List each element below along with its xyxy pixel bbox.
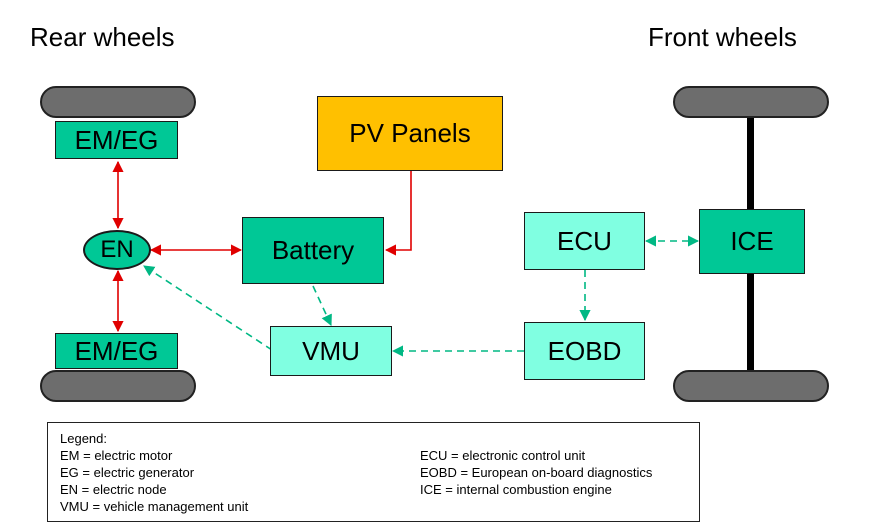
link-battery-vmu	[312, 285, 332, 327]
legend-item: ICE = internal combustion engine	[420, 482, 612, 497]
legend-right-column: ECU = electronic control unit EOBD = Eur…	[420, 447, 652, 498]
legend-item: ECU = electronic control unit	[420, 448, 586, 463]
legend-item: EN = electric node	[60, 482, 167, 497]
legend: Legend: EM = electric motor EG = electri…	[47, 422, 700, 522]
legend-item: EOBD = European on-board diagnostics	[420, 465, 653, 480]
em-eg-top-box: EM/EG	[55, 121, 178, 159]
front-wheels-title: Front wheels	[648, 22, 797, 52]
legend-item: VMU = vehicle management unit	[60, 499, 249, 514]
ice-box: ICE	[699, 209, 805, 274]
em-eg-bottom-box: EM/EG	[55, 333, 178, 369]
link-vmu-en	[143, 265, 273, 351]
legend-heading: Legend:	[60, 431, 107, 446]
en-node: EN	[83, 230, 151, 270]
pv-panels-box: PV Panels	[317, 96, 503, 171]
legend-left-column: EM = electric motor EG = electric genera…	[60, 447, 248, 515]
rear-wheel-top	[40, 86, 196, 118]
eobd-box: EOBD	[524, 322, 645, 380]
legend-item: EG = electric generator	[60, 465, 195, 480]
link-pv-battery	[384, 171, 412, 256]
ecu-box: ECU	[524, 212, 645, 270]
legend-item: EM = electric motor	[60, 448, 173, 463]
battery-box: Battery	[242, 217, 384, 284]
rear-wheels-title: Rear wheels	[30, 22, 175, 52]
rear-wheel-bottom	[40, 370, 196, 402]
front-wheel-top	[673, 86, 829, 118]
front-wheel-bottom	[673, 370, 829, 402]
vmu-box: VMU	[270, 326, 392, 376]
